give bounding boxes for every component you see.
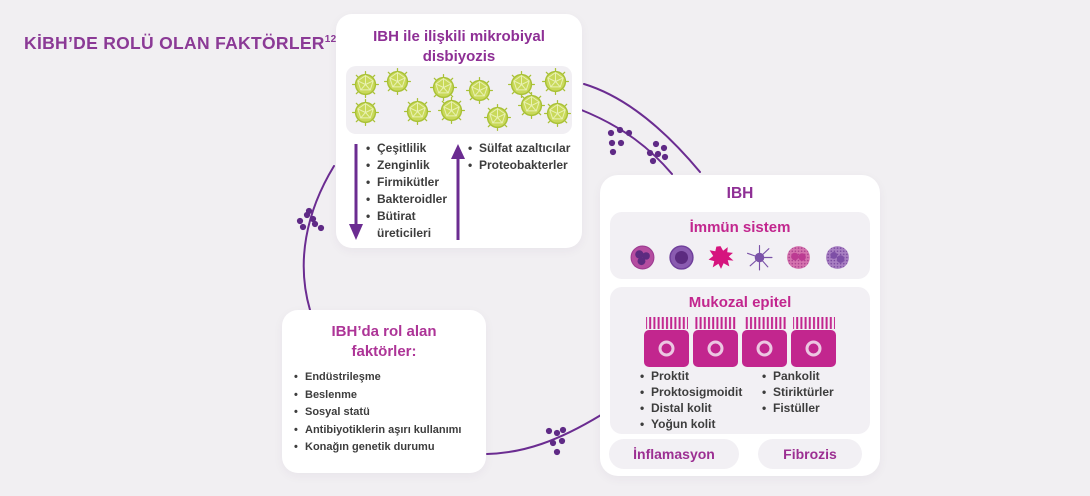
- list-item: Konağın genetik durumu: [294, 439, 480, 457]
- factors-list: Endüstrileşme Beslenme Sosyal statü Anti…: [294, 369, 480, 457]
- arc-microbial-to-ibd-outer: [583, 83, 701, 173]
- virus-microbe-icon: [384, 68, 411, 95]
- virus-microbe-icon: [352, 99, 379, 126]
- list-item: Stiriktürler: [762, 384, 866, 400]
- decreased-factors-list: Çeşitlilik Zenginlik Firmikütler Baktero…: [366, 140, 452, 242]
- list-item: Pankolit: [762, 368, 866, 384]
- list-item: Proktit: [640, 368, 758, 384]
- virus-microbe-icon: [544, 100, 571, 127]
- list-item: Endüstrileşme: [294, 369, 480, 387]
- list-item: Proteobakterler: [468, 157, 580, 174]
- list-item: Antibiyotiklerin aşırı kullanımı: [294, 422, 480, 440]
- list-item: Yoğun kolit: [640, 416, 758, 432]
- granulocyte-cell-icon: [629, 244, 656, 271]
- list-item: Sosyal statü: [294, 404, 480, 422]
- list-item: Bakteroidler: [366, 191, 452, 208]
- fibrosis-badge: Fibrozis: [758, 439, 862, 469]
- factors-card: IBH’da rol alan faktörler: Endüstrileşme…: [282, 310, 486, 473]
- arrow-down-icon: [349, 144, 363, 240]
- page-title: KİBH’DE ROLÜ OLAN FAKTÖRLER12: [24, 33, 336, 54]
- colitis-types-list-right: Pankolit Stiriktürler Fistüller: [762, 368, 866, 416]
- arc-factors-to-microbial: [302, 165, 335, 311]
- list-item: Fistüller: [762, 400, 866, 416]
- basophil-cell-icon: [824, 244, 851, 271]
- microbial-dysbiosis-card: IBH ile ilişkili mikrobiyal disbiyozis Ç…: [336, 14, 582, 248]
- arc-factors-to-ibd-bottom: [486, 414, 602, 455]
- virus-microbe-icon: [438, 97, 465, 124]
- mucosal-epithelium-section: Mukozal epitel: [610, 287, 870, 434]
- microbial-card-title: IBH ile ilişkili mikrobiyal disbiyozis: [373, 28, 545, 65]
- macrophage-cell-icon: [707, 244, 734, 271]
- microbe-cluster-panel: [346, 66, 572, 134]
- inflammation-badge: İnflamasyon: [609, 439, 739, 469]
- list-item: Beslenme: [294, 387, 480, 405]
- epithelial-cells-icon: [644, 317, 836, 367]
- virus-microbe-icon: [542, 68, 569, 95]
- increased-factors-list: Sülfat azaltıcılar Proteobakterler: [468, 140, 580, 174]
- dots-cluster-bottom: [545, 426, 567, 456]
- monocyte-cell-icon: [668, 244, 695, 271]
- list-item: Proktosigmoidit: [640, 384, 758, 400]
- mucosal-epithelium-title: Mukozal epitel: [688, 294, 792, 311]
- dots-cluster-top-1: [607, 126, 633, 156]
- dots-cluster-top-2: [646, 140, 669, 165]
- list-item: Distal kolit: [640, 400, 758, 416]
- virus-microbe-icon: [404, 98, 431, 125]
- bacteria-dots-clusters: [296, 126, 669, 456]
- immune-cells-row: [610, 244, 870, 271]
- list-item: Zenginlik: [366, 157, 452, 174]
- page-title-text: KİBH’DE ROLÜ OLAN FAKTÖRLER: [24, 33, 325, 53]
- arc-microbial-to-ibd-inner: [578, 108, 673, 175]
- ibd-card-title: IBH: [726, 185, 754, 202]
- dots-cluster-left: [296, 207, 325, 232]
- factors-card-title: IBH’da rol alan faktörler:: [331, 323, 437, 361]
- virus-microbe-icon: [352, 71, 379, 98]
- virus-microbe-icon: [466, 77, 493, 104]
- arrow-up-icon: [451, 144, 465, 240]
- immune-system-section: İmmün sistem: [610, 212, 870, 279]
- eosinophil-cell-icon: [785, 244, 812, 271]
- list-item: Sülfat azaltıcılar: [468, 140, 580, 157]
- colitis-types-list-left: Proktit Proktosigmoidit Distal kolit Yoğ…: [640, 368, 758, 432]
- virus-microbe-icon: [484, 104, 511, 131]
- dendritic-cell-icon: [746, 244, 773, 271]
- ibd-card: IBH İmmün sistem Mukozal epitel: [600, 175, 880, 476]
- list-item: Bütirat üreticileri: [366, 208, 452, 242]
- virus-microbe-icon: [518, 92, 545, 119]
- list-item: Çeşitlilik: [366, 140, 452, 157]
- list-item: Firmikütler: [366, 174, 452, 191]
- immune-system-title: İmmün sistem: [689, 219, 791, 236]
- reference-superscript: 12: [324, 34, 337, 46]
